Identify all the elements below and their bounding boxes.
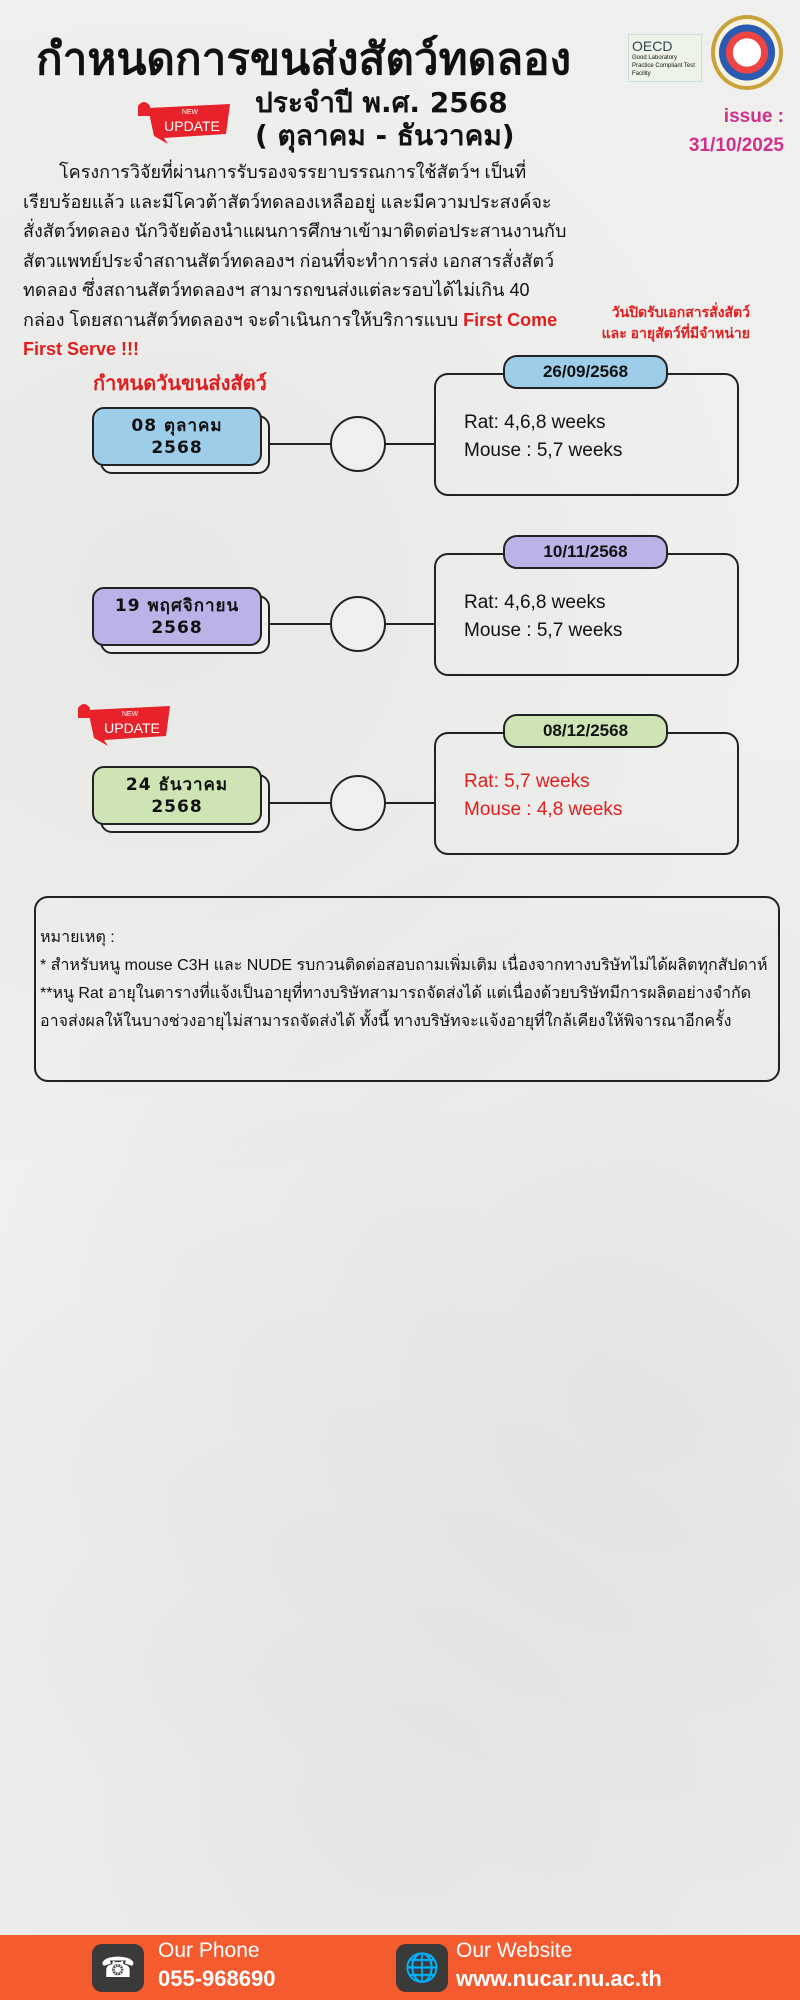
issue-info: issue : 31/10/2025 <box>672 102 784 160</box>
website-label: Our Website <box>456 1939 573 1962</box>
animal-ages-box: Rat: 5,7 weeks Mouse : 4,8 weeks <box>434 732 739 855</box>
rat-ages: Rat: 4,6,8 weeks <box>464 412 606 433</box>
rat-ages: Rat: 4,6,8 weeks <box>464 592 606 613</box>
badge-update-text: UPDATE <box>164 118 220 134</box>
phone-icon: ☎ <box>92 1944 144 1992</box>
timeline-node <box>330 775 386 831</box>
connector-line <box>385 443 435 445</box>
year-text: ประจำปี พ.ศ. 2568 <box>255 86 508 119</box>
connector-line <box>270 623 332 625</box>
schedule-heading: กำหนดวันขนส่งสัตว์ <box>93 373 267 395</box>
delivery-date-box: 19 พฤศจิกายน 2568 <box>92 587 262 646</box>
connector-line <box>270 443 332 445</box>
period-text: ( ตุลาคม - ธันวาคม) <box>255 119 515 152</box>
connector-line <box>385 802 435 804</box>
issue-date: 31/10/2025 <box>688 135 784 156</box>
institution-seal-logo <box>711 15 783 90</box>
order-deadline-pill: 10/11/2568 <box>503 535 668 569</box>
footer: ☎ Our Phone 055-968690 🌐 Our Website www… <box>0 1935 800 2000</box>
remarks-line1: * สำหรับหนู mouse C3H และ NUDE รบกวนติดต… <box>40 957 768 974</box>
page-title: กำหนดการขนส่งสัตว์ทดลอง <box>36 34 572 85</box>
animal-ages-box: Rat: 4,6,8 weeks Mouse : 5,7 weeks <box>434 373 739 496</box>
rat-ages: Rat: 5,7 weeks <box>464 771 590 792</box>
deadline-note-line1: วันปิดรับเอกสารสั่งสัตว์ <box>611 304 750 320</box>
globe-icon: 🌐 <box>396 1944 448 1992</box>
connector-line <box>385 623 435 625</box>
website-link[interactable]: www.nucar.nu.ac.th <box>456 1966 662 1991</box>
intro-highlight: First Come First Serve !!! <box>23 309 558 360</box>
mouse-ages: Mouse : 4,8 weeks <box>464 799 623 820</box>
remarks-line2: **หนู Rat อายุในตารางที่แจ้งเป็นอายุที่ท… <box>40 985 752 1030</box>
oecd-logo-text: OECD <box>632 38 673 54</box>
mouse-ages: Mouse : 5,7 weeks <box>464 620 623 641</box>
order-deadline-pill: 08/12/2568 <box>503 714 668 748</box>
order-deadline-pill: 26/09/2568 <box>503 355 668 389</box>
badge-new-text: NEW <box>122 711 139 718</box>
remarks-box: หมายเหตุ : * สำหรับหนู mouse C3H และ NUD… <box>34 896 780 1082</box>
remarks-title: หมายเหตุ : <box>40 929 115 946</box>
new-update-badge: NEW UPDATE <box>74 704 170 746</box>
delivery-year: 2568 <box>151 797 203 817</box>
delivery-year: 2568 <box>151 618 203 638</box>
delivery-date-box: 08 ตุลาคม 2568 <box>92 407 262 466</box>
delivery-year: 2568 <box>151 438 203 458</box>
mouse-ages: Mouse : 5,7 weeks <box>464 440 623 461</box>
delivery-day: 19 พฤศจิกายน <box>114 596 240 616</box>
delivery-date-box: 24 ธันวาคม 2568 <box>92 766 262 825</box>
issue-label: issue : <box>723 106 784 127</box>
new-update-badge: NEW UPDATE <box>134 102 230 144</box>
delivery-day: 08 ตุลาคม <box>131 416 223 436</box>
delivery-day: 24 ธันวาคม <box>125 775 229 795</box>
deadline-note: วันปิดรับเอกสารสั่งสัตว์ และ อายุสัตว์ที… <box>580 302 750 344</box>
phone-label: Our Phone <box>158 1939 260 1962</box>
phone-number[interactable]: 055-968690 <box>158 1966 276 1991</box>
year-heading: ประจำปี พ.ศ. 2568 ( ตุลาคม - ธันวาคม) <box>255 86 515 152</box>
deadline-note-line2: และ อายุสัตว์ที่มีจำหน่าย <box>601 325 750 341</box>
badge-update-text: UPDATE <box>104 720 160 736</box>
connector-line <box>270 802 332 804</box>
animal-ages-box: Rat: 4,6,8 weeks Mouse : 5,7 weeks <box>434 553 739 676</box>
intro-paragraph: โครงการวิจัยที่ผ่านการรับรองจรรยาบรรณการ… <box>23 158 571 365</box>
badge-new-text: NEW <box>182 109 199 116</box>
intro-text: โครงการวิจัยที่ผ่านการรับรองจรรยาบรรณการ… <box>23 162 567 330</box>
timeline-node <box>330 596 386 652</box>
oecd-logo-subtext: Good Laboratory Practice Compliant Test … <box>632 55 695 77</box>
timeline-node <box>330 416 386 472</box>
